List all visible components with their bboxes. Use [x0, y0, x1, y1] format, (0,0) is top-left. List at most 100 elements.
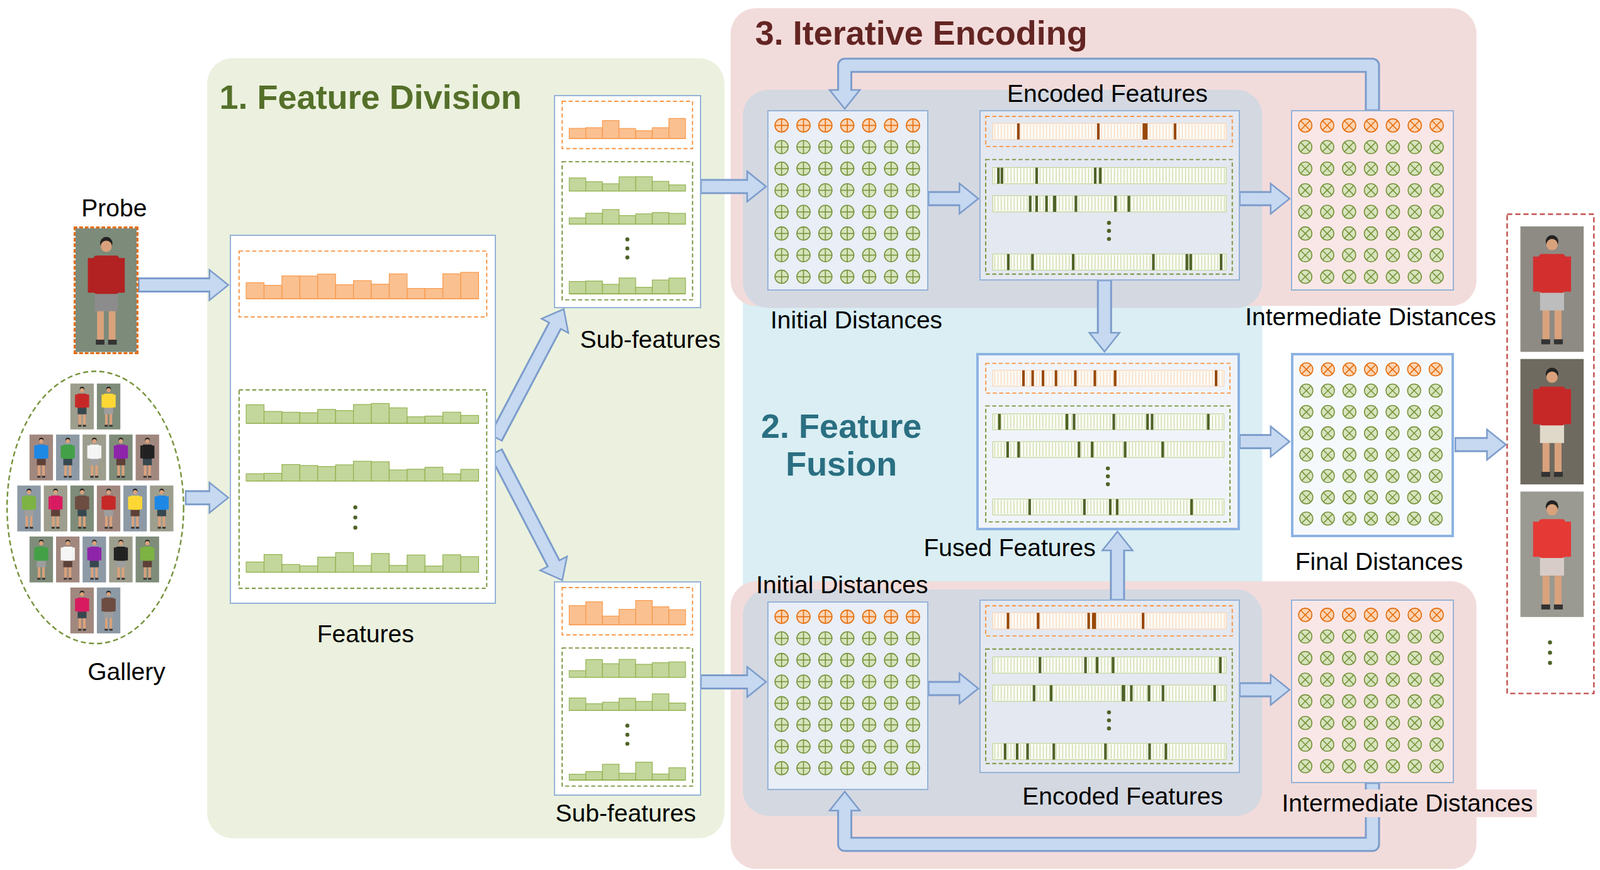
person-head [132, 490, 138, 495]
symbol-stroke [1387, 250, 1398, 260]
histogram-bar [635, 130, 653, 140]
code-tick [1084, 443, 1086, 457]
code-bit [1143, 123, 1146, 140]
code-tick [1085, 254, 1086, 269]
code-tick [1065, 197, 1067, 211]
distance-symbol [862, 718, 876, 733]
code-tick [1162, 168, 1164, 183]
code-tick [1205, 414, 1207, 429]
distance-symbol [1385, 205, 1400, 219]
code-tick [1198, 124, 1200, 139]
symbol-stroke [1323, 514, 1332, 524]
code-tick [1049, 443, 1050, 457]
code-tick [1033, 197, 1035, 211]
code-tick [1075, 124, 1077, 139]
symbol-stroke [1409, 514, 1419, 524]
distance-symbol [1385, 490, 1400, 505]
distance-symbol [1342, 140, 1356, 154]
symbol-stroke [1344, 365, 1354, 375]
distance-symbol [884, 227, 898, 241]
distance-symbol [1385, 363, 1400, 377]
flow-arrow [928, 183, 979, 215]
symbol-stroke [868, 118, 870, 133]
code-tick [1201, 168, 1203, 183]
histogram-bar [299, 412, 318, 424]
code-tick [1212, 443, 1213, 457]
symbol-stroke [846, 675, 848, 689]
code-tick [1149, 124, 1151, 139]
distance-symbol [1407, 490, 1421, 505]
code-bit [1189, 254, 1193, 271]
division-ground [207, 57, 725, 839]
distance-symbol [1407, 426, 1421, 440]
sub-feature-box: Sub-features [553, 581, 701, 796]
code-tick [1219, 371, 1220, 386]
symbol-stroke [803, 653, 805, 668]
code-tick [1183, 443, 1185, 457]
code-tick [1178, 614, 1180, 629]
symbol-stroke [1301, 450, 1311, 460]
code-tick [1154, 414, 1156, 429]
code-tick [1113, 371, 1115, 386]
code-tick [1162, 197, 1164, 211]
code-tick [1088, 254, 1089, 269]
code-tick [1136, 254, 1138, 269]
symbol-stroke [1366, 229, 1376, 239]
code-bit [1022, 370, 1025, 387]
code-tick [1097, 414, 1098, 429]
symbol-stroke [803, 118, 805, 133]
histogram-bar [569, 178, 586, 192]
person-head [106, 490, 111, 495]
flow-arrow [1102, 531, 1133, 600]
symbol-stroke [803, 227, 805, 241]
symbol-stroke [1322, 250, 1332, 260]
encoding-ground [730, 8, 1477, 306]
code-tick [1205, 371, 1207, 386]
code-tick [1027, 168, 1028, 183]
code-tick [1153, 658, 1154, 673]
code-tick [1010, 414, 1012, 429]
distance-symbol [1428, 469, 1443, 483]
distance-symbol [796, 270, 811, 284]
code-tick [1017, 500, 1018, 515]
person-arm [154, 496, 158, 510]
encoded-feature-box: Encoded Features [979, 110, 1240, 281]
code-tick [1175, 168, 1177, 183]
code-tick [1023, 168, 1025, 183]
code-tick [1158, 414, 1159, 429]
code-tick [1146, 614, 1148, 629]
symbol-stroke [1322, 120, 1332, 131]
symbol-stroke [1300, 185, 1310, 196]
person-shoe [117, 475, 121, 478]
person-arm [98, 445, 102, 459]
code-tick [1177, 371, 1178, 386]
code-tick [1036, 658, 1038, 673]
distance-symbol [884, 183, 898, 198]
distance-symbol [1298, 162, 1312, 176]
histogram-bar [263, 473, 282, 481]
distance-symbol [840, 162, 855, 176]
code-tick [1139, 254, 1141, 269]
distance-symbol [1430, 205, 1444, 219]
distance-symbol [1364, 512, 1378, 526]
code-tick [1146, 168, 1148, 183]
code-tick [1136, 197, 1138, 211]
code-tick [1078, 614, 1080, 629]
distance-symbol [1298, 270, 1312, 284]
code-tick [1204, 168, 1206, 183]
distance-symbol [1407, 383, 1421, 398]
symbol-stroke [1344, 164, 1354, 174]
code-strip [993, 123, 1227, 140]
code-bit [1029, 195, 1032, 213]
code-tick [1190, 443, 1191, 457]
person-torso [103, 495, 114, 511]
symbol-stroke [1344, 164, 1354, 174]
distance-symbol [884, 762, 898, 776]
histogram-bar [619, 609, 636, 626]
symbol-stroke [1323, 386, 1332, 396]
code-tick [1139, 124, 1141, 139]
histogram-bar [602, 209, 619, 225]
code-tick [1185, 658, 1186, 673]
code-tick [1046, 168, 1047, 183]
histogram-bar [619, 176, 636, 191]
